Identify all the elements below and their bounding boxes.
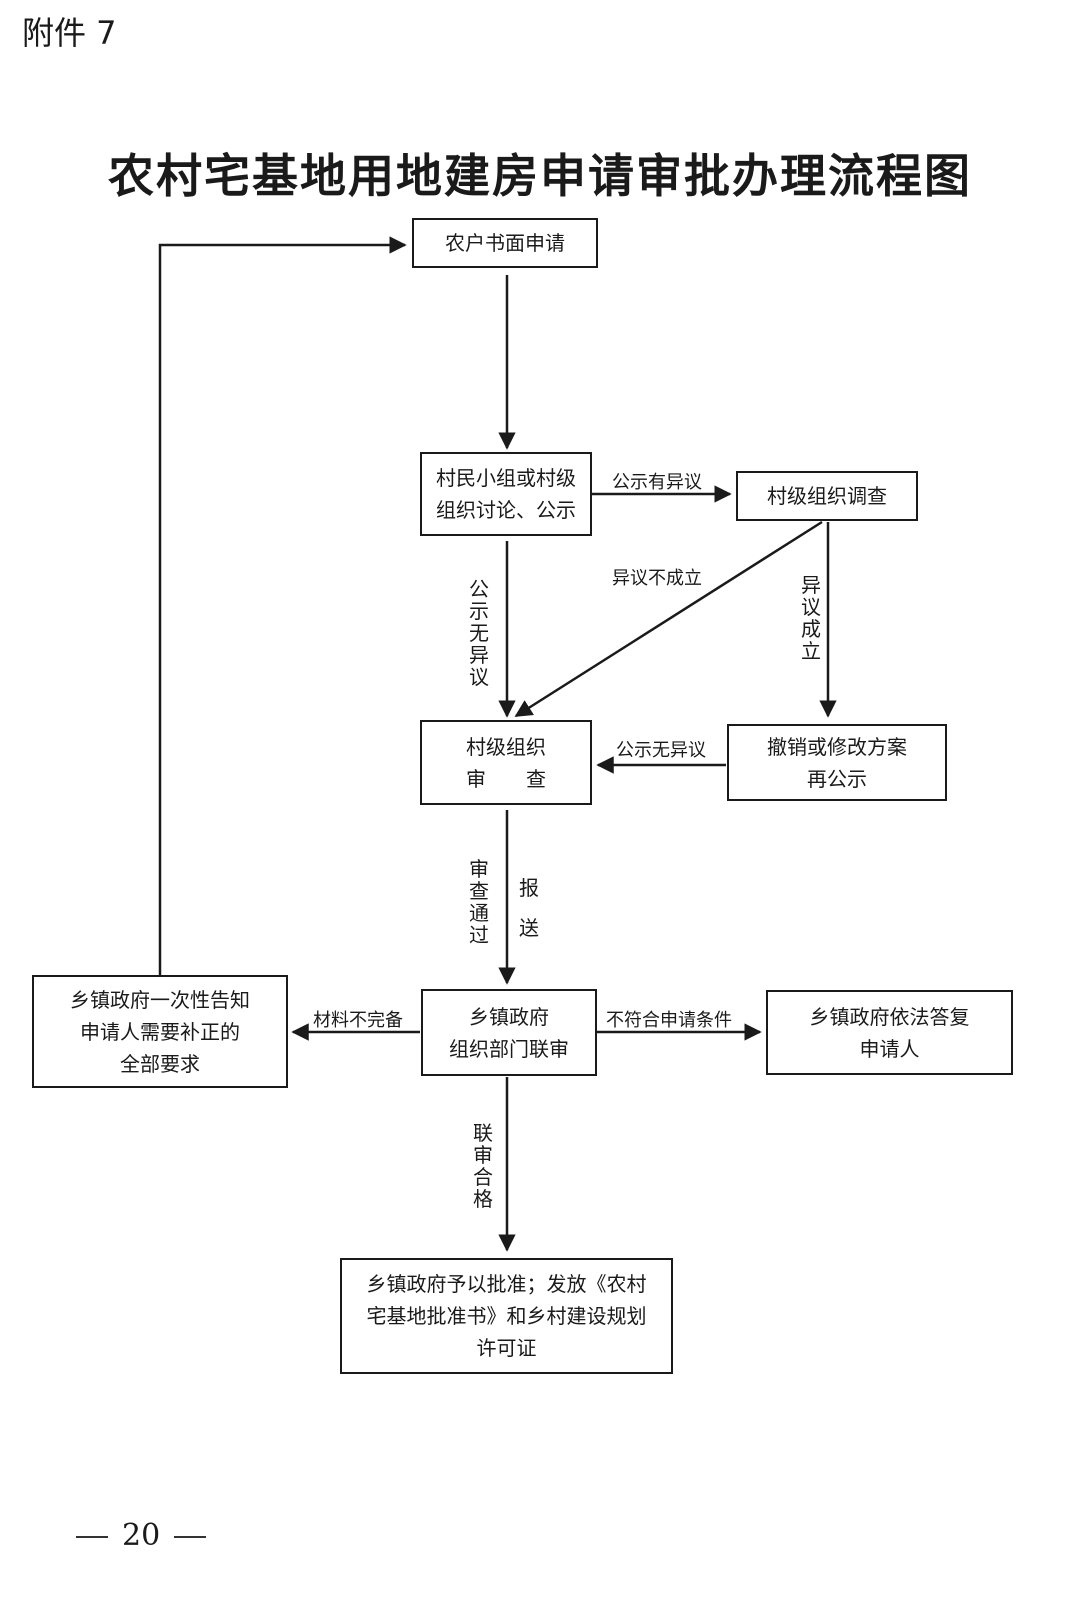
page-number-text: 20: [122, 1518, 161, 1553]
edge-label-objection-valid: 异议成立: [801, 573, 821, 663]
node-text: 宅基地批准书》和乡村建设规划: [366, 1304, 647, 1328]
node-text: 申请人需要补正的: [80, 1019, 240, 1044]
edge-label-joint-passed: 联审合格: [473, 1121, 493, 1211]
node-village-review: 村级组织 审 查: [420, 720, 592, 805]
node-text: 乡镇政府予以批准；发放《农村: [366, 1272, 647, 1296]
node-reply: 乡镇政府依法答复 申请人: [766, 990, 1013, 1075]
node-text: 乡镇政府一次性告知: [70, 987, 250, 1012]
node-text: 村级组织: [466, 734, 546, 759]
edge-label-submit: 报送: [519, 876, 539, 940]
arrow-notify-to-apply: [158, 236, 407, 975]
edge-label-no-objection: 公示无异议: [469, 577, 489, 689]
node-approve: 乡镇政府予以批准；发放《农村 宅基地批准书》和乡村建设规划 许可证: [340, 1258, 673, 1374]
node-text: 村民小组或村级: [436, 466, 576, 490]
node-text: 乡镇政府: [469, 1004, 549, 1029]
node-text: 农户书面申请: [445, 231, 565, 255]
node-text: 组织部门联审: [449, 1036, 569, 1061]
page-title: 农村宅基地用地建房申请审批办理流程图: [108, 149, 972, 203]
node-text: 撤销或修改方案: [767, 734, 907, 759]
edge-label-incomplete: 材料不完备: [313, 1010, 403, 1031]
node-text: 申请人: [859, 1036, 920, 1061]
node-notify: 乡镇政府一次性告知 申请人需要补正的 全部要求: [32, 975, 288, 1088]
node-revise: 撤销或修改方案 再公示: [727, 724, 947, 801]
node-discuss: 村民小组或村级 组织讨论、公示: [420, 452, 592, 536]
node-text: 乡镇政府依法答复: [809, 1004, 970, 1029]
node-text: 再公示: [807, 766, 867, 791]
node-text: 村级组织调查: [767, 484, 887, 508]
node-apply: 农户书面申请: [412, 218, 598, 268]
edge-label-objection: 公示有异议: [612, 472, 702, 493]
node-text: 审 查: [466, 766, 546, 791]
node-text: 组织讨论、公示: [436, 498, 576, 522]
page-number: 20: [62, 1518, 220, 1553]
dash-right: [174, 1536, 207, 1538]
node-investigate: 村级组织调查: [736, 471, 918, 521]
edge-label-no-objection-2: 公示无异议: [616, 740, 706, 761]
attachment-label: 附件 7: [22, 14, 117, 52]
edge-label-review-passed: 审查通过: [469, 857, 489, 947]
edge-label-objection-invalid: 异议不成立: [612, 568, 702, 589]
node-joint-review: 乡镇政府 组织部门联审: [421, 989, 597, 1076]
arrow-investigate-to-review: [514, 520, 823, 718]
node-text: 许可证: [476, 1336, 537, 1360]
node-text: 全部要求: [120, 1051, 200, 1076]
edge-label-not-qualified: 不符合申请条件: [606, 1010, 732, 1031]
dash-left: [76, 1536, 108, 1538]
